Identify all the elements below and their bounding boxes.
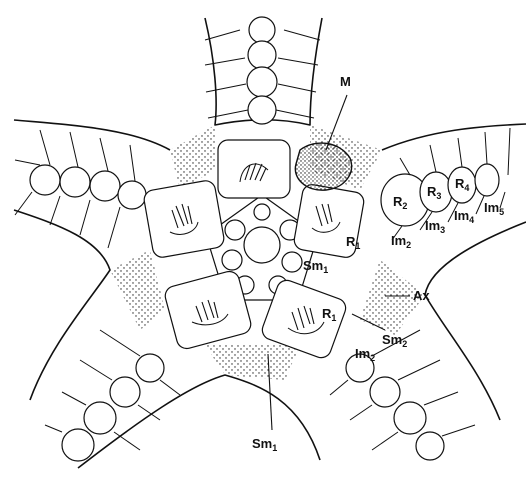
radial-plate-lower-left: [163, 269, 253, 350]
label-Im5: Im5: [484, 200, 504, 217]
label-Im2-lower: Im2: [355, 346, 375, 363]
lower-right-arm-ossicles: [330, 330, 475, 460]
upper-arm-ossicles: [205, 17, 320, 124]
left-arm-ossicles: [15, 130, 146, 248]
label-M: M: [340, 74, 351, 89]
right-arm-ossicles: [381, 128, 510, 240]
label-Im3: Im3: [425, 218, 445, 235]
madreporite: [295, 143, 351, 190]
label-Ax: Ax: [413, 288, 430, 303]
label-Im4: Im4: [454, 208, 474, 225]
label-Sm1-center: Sm1: [303, 258, 328, 275]
label-Sm1-bottom: Sm1: [252, 436, 277, 453]
label-Sm2: Sm2: [382, 332, 407, 349]
radial-plate-top: [218, 140, 290, 198]
label-Im2-right: Im2: [391, 233, 411, 250]
radial-plate-upper-left: [143, 179, 226, 258]
